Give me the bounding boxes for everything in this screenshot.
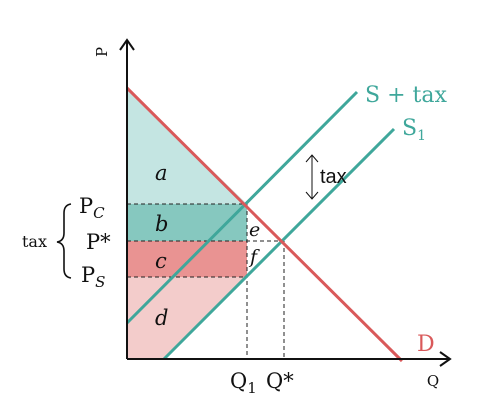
area-d-label: d [155, 306, 168, 330]
q1-label: Q1 [230, 369, 257, 397]
guide-lines [127, 203, 285, 359]
tax-arrow-icon [305, 154, 319, 200]
y-axis-label: P [93, 47, 111, 57]
ps-label-sub: S [95, 273, 105, 291]
tax-brace-icon [56, 203, 72, 279]
q1-label-sub: 1 [247, 379, 257, 397]
pstar-label: P* [86, 230, 111, 254]
ps-label: PS [81, 263, 105, 291]
y-axis-arrow-icon [119, 38, 135, 51]
ps-label-main: P [81, 263, 95, 287]
area-d [127, 277, 247, 359]
supply-tax-label: S + tax [365, 83, 447, 108]
x-axis-arrow-icon [439, 351, 452, 367]
supply-label: S1 [402, 116, 426, 144]
area-c [127, 241, 247, 277]
area-a-label: a [155, 161, 168, 185]
axes [119, 38, 452, 367]
area-b-label: b [155, 212, 168, 236]
supply-curve [162, 127, 396, 361]
pc-label-main: P [79, 194, 93, 218]
x-axis-label: Q [427, 372, 439, 390]
tax-brace-label: tax [22, 232, 47, 251]
pc-label: PC [79, 194, 105, 222]
demand-label: D [417, 332, 435, 357]
area-c-label: c [155, 249, 167, 273]
area-e-label: e [249, 219, 260, 241]
demand-curve [125, 86, 404, 363]
tax-arrow-label: tax [320, 166, 347, 188]
supply-tax-curve [125, 90, 359, 325]
supply-label-main: S [402, 116, 417, 141]
area-f-label: f [248, 246, 260, 268]
pc-label-sub: C [93, 204, 105, 222]
supply-label-sub: 1 [417, 128, 426, 144]
q1-label-main: Q [230, 369, 247, 393]
qstar-label: Q* [266, 369, 294, 393]
